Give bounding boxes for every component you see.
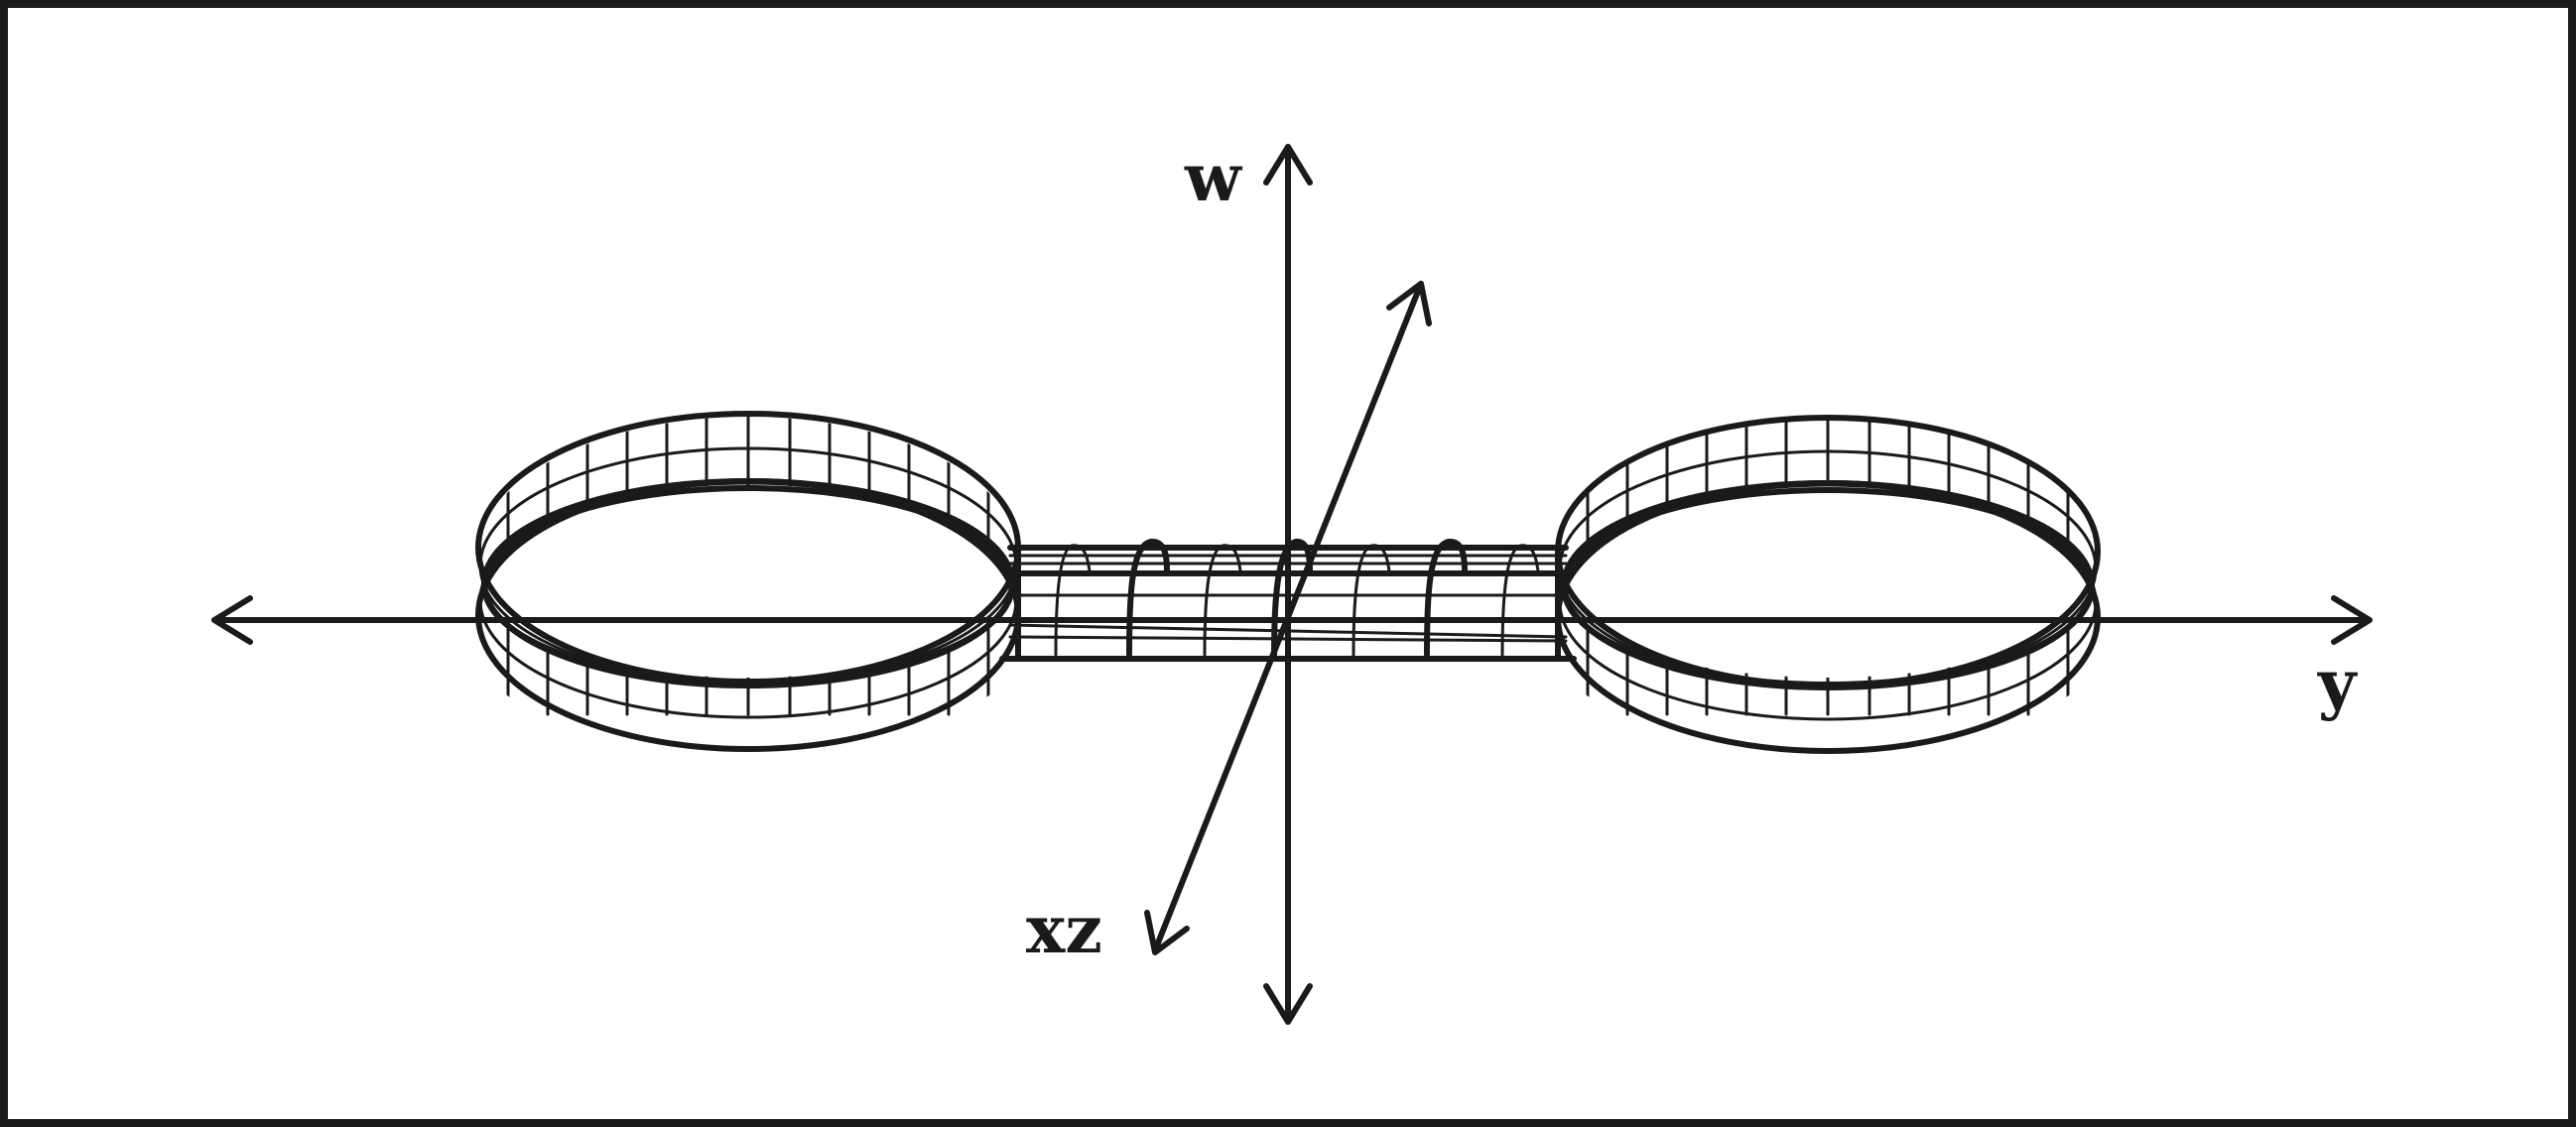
xz-axis-label: xz <box>1026 891 1102 968</box>
tube-loop-7 <box>1500 544 1540 657</box>
right-ring <box>1555 415 2101 754</box>
y-axis-label: y <box>2317 645 2358 722</box>
w-axis-top-arrowhead <box>1263 144 1313 186</box>
tube-loop-5 <box>1352 544 1391 657</box>
w-axis-label: w <box>1184 139 1243 216</box>
right-ring-back-hatching <box>1586 417 2070 587</box>
tube-loop-6 <box>1424 539 1468 658</box>
tube-loop-4 <box>1271 539 1313 658</box>
w-axis <box>1263 144 1313 1025</box>
left-ring-back-hatching <box>506 417 990 587</box>
xz-axis-top-arrowhead <box>1386 281 1432 326</box>
xz-axis <box>1144 281 1432 955</box>
left-ring <box>475 411 1021 752</box>
tube-loop-1 <box>1054 544 1092 657</box>
w-axis-bottom-arrowhead <box>1263 983 1313 1025</box>
y-axis-right-arrowhead <box>2331 595 2373 645</box>
y-axis-left-arrowhead <box>211 595 253 645</box>
tube-loop-3 <box>1203 544 1242 657</box>
tube-loop-2 <box>1126 539 1170 658</box>
xz-axis-bottom-arrowhead <box>1144 910 1190 955</box>
